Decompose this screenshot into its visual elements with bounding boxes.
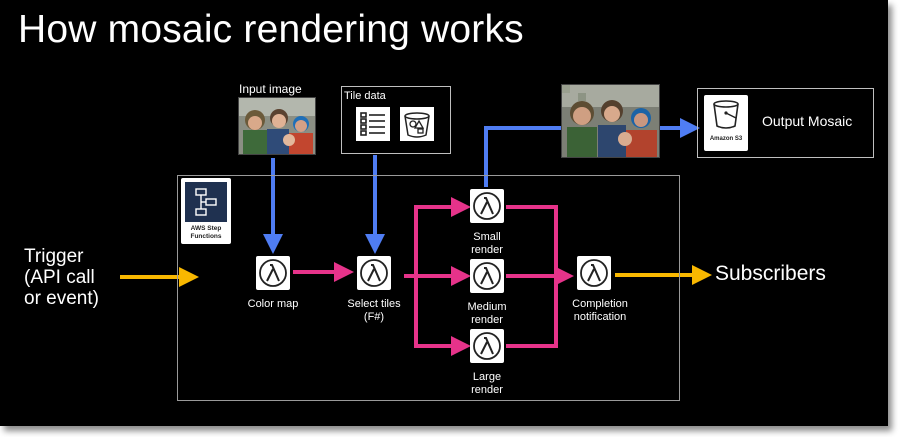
lambda-icon: [473, 332, 501, 360]
small-render-lambda: [470, 189, 504, 223]
step-functions-tile: AWS Step Functions: [181, 178, 231, 244]
s3-service-label: Amazon S3: [709, 136, 743, 142]
arrow-small-to-completion: [506, 205, 558, 276]
color-map-label: Color map: [247, 298, 299, 310]
large-render-label-line-1: Large: [472, 371, 502, 383]
s3-bucket-objects-icon: [400, 107, 434, 141]
select-tiles-lambda: [357, 256, 391, 290]
completion-label-line-2: notification: [573, 311, 627, 323]
completion-lambda: [577, 256, 611, 290]
s3-service-tile: Amazon S3: [704, 95, 748, 151]
small-render-label-line-1: Small: [473, 231, 501, 243]
arrow-large-to-completion: [506, 276, 558, 348]
arrow-select-to-large: [414, 276, 471, 356]
lambda-icon: [473, 192, 501, 220]
large-render-lambda: [470, 329, 504, 363]
input-image-label: Input image: [239, 82, 302, 96]
lambda-icon: [580, 259, 608, 287]
large-render-label-line-2: render: [471, 384, 503, 396]
trigger-label: Trigger (API call or event): [24, 246, 99, 309]
page-title: How mosaic rendering works: [18, 8, 524, 51]
step-functions-label-line-2: Functions: [190, 233, 222, 240]
color-map-lambda: [256, 256, 290, 290]
connector-layer: [120, 118, 712, 356]
step-functions-icon: [195, 188, 217, 216]
select-tiles-label-line-1: Select tiles: [347, 298, 401, 310]
select-tiles-label: Select tiles (F#): [334, 298, 414, 324]
medium-render-label-line-2: render: [471, 314, 503, 326]
lambda-icon: [473, 262, 501, 290]
subscribers-label: Subscribers: [715, 262, 826, 285]
dynamodb-table-icon: [356, 107, 390, 141]
step-functions-workflow-box: [177, 175, 680, 401]
step-functions-label: AWS Step Functions: [181, 225, 231, 241]
output-mosaic-photo: [561, 84, 660, 158]
completion-label: Completion notification: [554, 298, 646, 324]
select-tiles-label-line-2: (F#): [363, 311, 385, 323]
medium-render-label-line-1: Medium: [467, 301, 507, 313]
medium-render-label: Medium render: [447, 301, 527, 327]
input-image-photo: [238, 97, 316, 155]
small-render-label-line-2: render: [471, 244, 503, 256]
trigger-line-2: (API call: [24, 267, 95, 288]
trigger-line-1: Trigger: [24, 246, 84, 267]
medium-render-lambda: [470, 259, 504, 293]
tile-data-label: Tile data: [344, 90, 386, 102]
s3-bucket-icon: [713, 100, 739, 129]
step-functions-label-line-1: AWS Step: [190, 225, 222, 232]
small-render-label: Small render: [447, 231, 527, 257]
large-render-label: Large render: [447, 371, 527, 397]
step-functions-icon-bg: [185, 182, 227, 222]
trigger-line-3: or event): [24, 288, 99, 309]
lambda-icon: [259, 259, 287, 287]
output-mosaic-label: Output Mosaic: [762, 113, 853, 129]
lambda-icon: [360, 259, 388, 287]
output-mosaic-box: Amazon S3 Output Mosaic: [697, 88, 874, 158]
completion-label-line-1: Completion: [572, 298, 628, 310]
slide: How mosaic rendering works Trigger (API …: [0, 0, 888, 426]
tile-data-box: Tile data: [341, 86, 451, 154]
